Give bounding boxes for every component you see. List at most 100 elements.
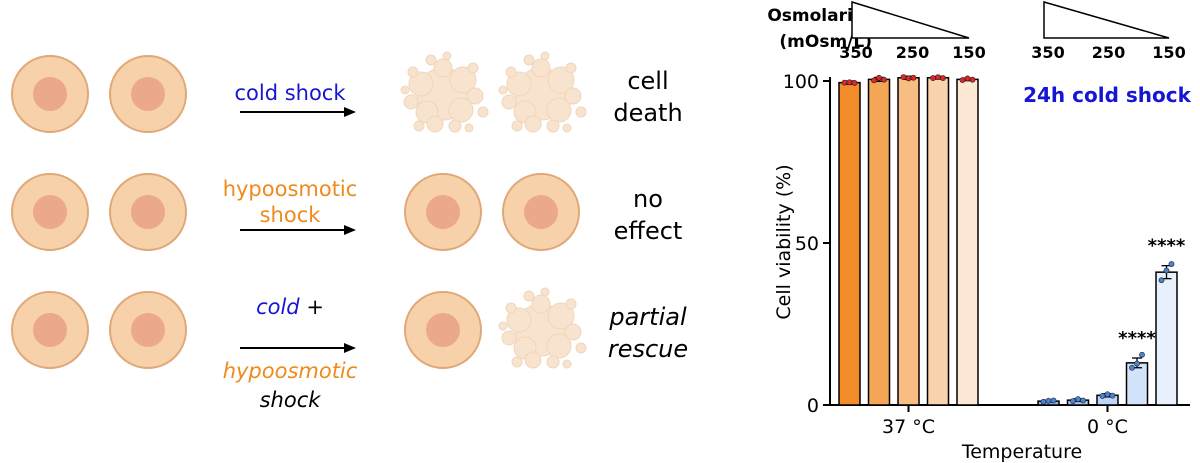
data-point <box>1134 360 1140 367</box>
treatment-cold: cold <box>256 295 300 319</box>
cell-nucleus <box>131 313 165 347</box>
outcome-label-line1: cell <box>627 67 668 95</box>
osmolarity-tick-label: 250 <box>896 43 929 62</box>
osmolarity-tick-label: 350 <box>1031 43 1064 62</box>
debris-fragment <box>426 115 444 133</box>
osmolarity-label-line1: Osmolarity <box>767 6 872 26</box>
debris-fragment <box>511 356 523 368</box>
osmolarity-tick-label: 150 <box>952 43 985 62</box>
debris-fragment <box>546 355 560 369</box>
x-tick-label: 37 °C <box>882 416 935 438</box>
y-axis-label: Cell viability (%) <box>773 164 795 319</box>
debris-fragment <box>524 115 542 133</box>
cell-right-row1 <box>109 55 187 133</box>
bar <box>897 77 920 406</box>
osmolarity-tick-label: 150 <box>1152 43 1185 62</box>
dead-cell <box>498 287 587 369</box>
data-point <box>1075 396 1081 403</box>
arrow-head <box>344 225 356 235</box>
data-point <box>841 79 848 86</box>
data-point <box>959 77 966 83</box>
bar <box>1155 271 1178 406</box>
y-tick-label: 100 <box>783 71 819 93</box>
data-point <box>940 75 946 81</box>
debris-fragment <box>403 94 419 110</box>
debris-fragment <box>546 97 572 123</box>
data-point <box>1163 267 1170 274</box>
data-point <box>1129 364 1135 371</box>
debris-fragment <box>448 97 474 123</box>
debris-fragment <box>540 287 550 297</box>
significance-label: **** <box>1148 236 1186 257</box>
outcome-label-line1: no <box>633 185 663 213</box>
outcome-label-line2: effect <box>614 217 683 245</box>
treatment-label-line3: shock <box>260 388 322 412</box>
data-point <box>930 75 936 81</box>
treatment-plus: + <box>300 295 324 319</box>
data-point <box>881 76 887 83</box>
osmolarity-tick-label: 350 <box>839 43 872 62</box>
debris-fragment <box>531 294 551 314</box>
outcome-label-line1: partial <box>608 303 687 331</box>
surviving-cell-2 <box>502 173 580 251</box>
surviving-cell <box>404 291 482 369</box>
data-point <box>1050 397 1057 404</box>
data-point <box>1139 351 1145 358</box>
debris-fragment <box>523 290 535 302</box>
data-point <box>1104 391 1111 398</box>
debris-fragment <box>501 330 517 346</box>
debris-fragment <box>466 87 484 105</box>
debris-fragment <box>564 323 582 341</box>
data-point <box>851 80 858 86</box>
debris-fragment <box>562 359 572 369</box>
debris-fragment <box>506 71 532 97</box>
debris-fragment <box>546 119 560 133</box>
debris-fragment <box>540 51 550 61</box>
debris-fragment <box>546 333 572 359</box>
cell-nucleus <box>426 195 460 229</box>
debris-fragment <box>523 54 535 66</box>
data-point <box>1099 393 1106 399</box>
y-tick-label: 0 <box>807 395 819 417</box>
data-point <box>846 79 853 86</box>
debris-fragment <box>547 302 575 330</box>
data-point <box>1045 397 1052 404</box>
cell-nucleus <box>426 313 460 347</box>
data-point <box>1080 397 1086 404</box>
treatment-arrow-row1 <box>240 107 356 117</box>
treatment-arrow-row3 <box>240 343 356 353</box>
debris-fragment <box>464 123 474 133</box>
cell-nucleus <box>33 313 67 347</box>
debris-fragment <box>565 298 577 310</box>
cell-nucleus <box>131 77 165 111</box>
debris-fragment <box>575 106 587 118</box>
debris-fragment <box>407 66 419 78</box>
data-point <box>871 77 877 84</box>
debris-fragment <box>442 51 452 61</box>
debris-fragment <box>498 85 508 95</box>
x-tick-label: 0 °C <box>1087 416 1128 438</box>
data-point <box>1040 398 1047 405</box>
cell-nucleus <box>33 195 67 229</box>
data-point <box>900 74 907 81</box>
debris-fragment <box>400 85 410 95</box>
bar <box>867 78 891 406</box>
cell-nucleus <box>33 77 67 111</box>
debris-fragment <box>565 62 577 74</box>
significance-label: **** <box>1118 328 1156 349</box>
debris-fragment <box>505 302 517 314</box>
debris-fragment <box>448 119 462 133</box>
data-point <box>1158 277 1165 284</box>
osmolarity-gradient-triangle <box>851 0 970 39</box>
debris-fragment <box>511 120 523 132</box>
debris-fragment <box>562 123 572 133</box>
debris-fragment <box>531 58 551 78</box>
bar <box>956 78 979 406</box>
dead-cell-2 <box>498 51 587 133</box>
chart-title: 24h cold shock <box>1023 83 1192 107</box>
cell-right-row3 <box>109 291 187 369</box>
bar <box>838 81 861 406</box>
arrow-head <box>344 107 356 117</box>
